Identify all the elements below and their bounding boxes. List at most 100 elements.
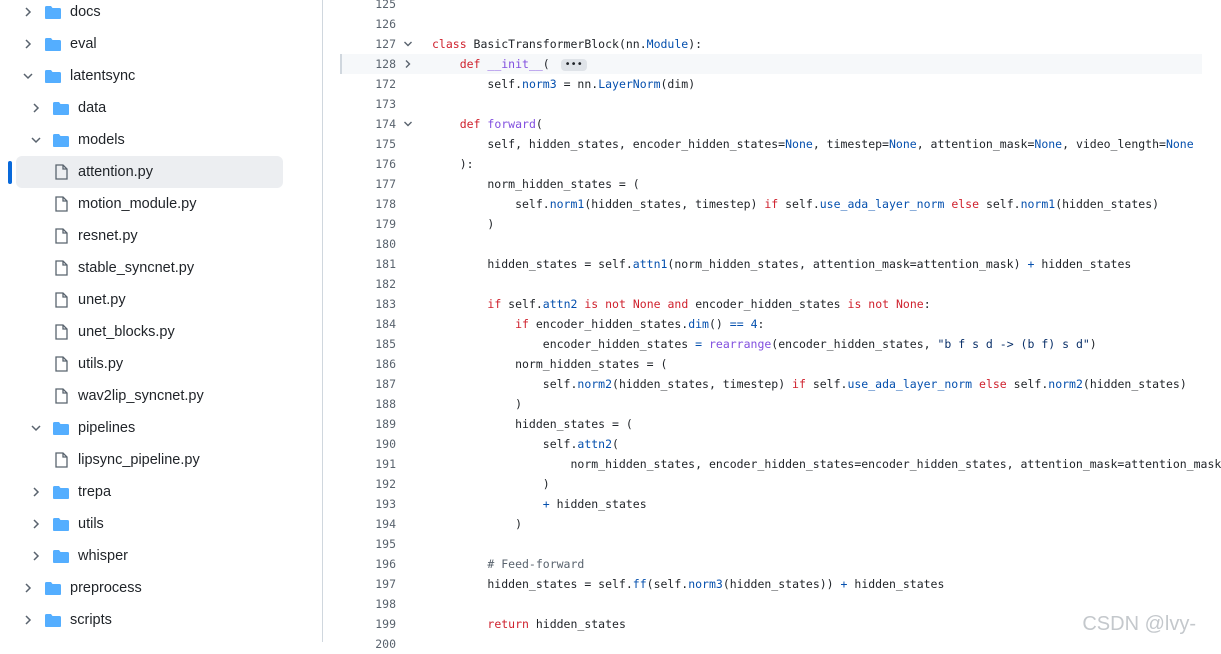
code-token: None	[888, 137, 917, 151]
folder-latentsync[interactable]: latentsync	[0, 60, 322, 92]
code-token: BasicTransformerBlock(nn.	[473, 37, 647, 51]
folder-scripts[interactable]: scripts	[0, 604, 322, 636]
code-token	[432, 617, 487, 631]
folder-icon	[52, 100, 70, 116]
file-attention-py[interactable]: attention.py	[0, 156, 322, 188]
code-text: )	[420, 397, 522, 411]
chevron-right-icon[interactable]	[28, 548, 44, 564]
file-stable-syncnet-py[interactable]: stable_syncnet.py	[0, 252, 322, 284]
code-line: 125	[340, 0, 1202, 14]
chevron-right-icon[interactable]	[20, 36, 36, 52]
chevron-right-icon[interactable]	[20, 612, 36, 628]
tree-item-label: pipelines	[78, 420, 136, 436]
tree-item-label: stable_syncnet.py	[78, 260, 195, 276]
code-token: norm1	[549, 197, 585, 211]
code-text: if self.attn2 is not None and encoder_hi…	[420, 297, 931, 311]
code-token: ==	[729, 317, 744, 331]
code-token: (hidden_states, timestep)	[584, 197, 765, 211]
file-motion-module-py[interactable]: motion_module.py	[0, 188, 322, 220]
code-line: 199 return hidden_states	[340, 614, 1202, 634]
chevron-right-icon[interactable]	[28, 484, 44, 500]
chevron-down-icon[interactable]	[28, 132, 44, 148]
tree-item-label: docs	[70, 4, 101, 20]
code-token	[432, 117, 460, 131]
code-token: rearrange	[708, 337, 772, 351]
line-number: 187	[375, 377, 396, 391]
code-text: self.attn2(	[420, 437, 619, 451]
file-utils-py[interactable]: utils.py	[0, 348, 322, 380]
folder-docs[interactable]: docs	[0, 0, 322, 28]
file-icon	[52, 388, 70, 404]
folder-icon	[52, 484, 70, 500]
line-number: 189	[375, 417, 396, 431]
folder-utils[interactable]: utils	[0, 508, 322, 540]
code-line: 189 hidden_states = (	[340, 414, 1202, 434]
chevron-right-icon[interactable]	[20, 580, 36, 596]
line-number: 127	[375, 37, 396, 51]
chevron-right-icon[interactable]	[20, 4, 36, 20]
line-number: 199	[375, 617, 396, 631]
folder-pipelines[interactable]: pipelines	[0, 412, 322, 444]
code-token: (norm_hidden_states, attention_mask=atte…	[667, 257, 1028, 271]
tree-item-label: wav2lip_syncnet.py	[78, 388, 204, 404]
file-resnet-py[interactable]: resnet.py	[0, 220, 322, 252]
code-token: forward	[487, 117, 536, 131]
tree-item-label: preprocess	[70, 580, 142, 596]
code-line: 191 norm_hidden_states, encoder_hidden_s…	[340, 454, 1221, 474]
code-token: :	[923, 297, 931, 311]
fold-expand-icon[interactable]	[396, 59, 420, 69]
code-token: )	[432, 217, 495, 231]
code-token: (dim)	[660, 77, 696, 91]
folder-trepa[interactable]: trepa	[0, 476, 322, 508]
code-token: norm3	[688, 577, 723, 591]
folder-whisper[interactable]: whisper	[0, 540, 322, 572]
code-token: hidden_states = self.	[432, 257, 633, 271]
code-token: hidden_states = self.	[432, 577, 633, 591]
code-token: (	[612, 437, 619, 451]
code-line: 179 )	[340, 214, 1202, 234]
folder-icon	[44, 612, 62, 628]
code-line: 128 def __init__( •••	[340, 54, 1202, 74]
folded-code-button[interactable]: •••	[560, 58, 587, 71]
file-lipsync-pipeline-py[interactable]: lipsync_pipeline.py	[0, 444, 322, 476]
code-token: (hidden_states)	[1055, 197, 1160, 211]
code-line: 194 )	[340, 514, 1202, 534]
code-token: ):	[432, 157, 474, 171]
folder-data[interactable]: data	[0, 92, 322, 124]
tree-item-label: latentsync	[70, 68, 136, 84]
code-token: # Feed-forward	[432, 557, 585, 571]
chevron-right-icon[interactable]	[28, 516, 44, 532]
code-token	[626, 297, 633, 311]
code-text: class BasicTransformerBlock(nn.Module):	[420, 37, 702, 51]
line-number: 182	[375, 277, 396, 291]
line-number: 184	[375, 317, 396, 331]
file-icon	[52, 164, 70, 180]
file-unet-py[interactable]: unet.py	[0, 284, 322, 316]
fold-collapse-icon[interactable]	[396, 119, 420, 129]
folder-eval[interactable]: eval	[0, 28, 322, 60]
file-wav2lip-syncnet-py[interactable]: wav2lip_syncnet.py	[0, 380, 322, 412]
fold-collapse-icon[interactable]	[396, 39, 420, 49]
folder-icon	[52, 420, 70, 436]
line-number: 190	[375, 437, 396, 451]
tree-item-label: trepa	[78, 484, 112, 500]
chevron-right-icon[interactable]	[28, 100, 44, 116]
code-token: encoder_hidden_states	[688, 297, 848, 311]
code-token: hidden_states = (	[432, 417, 633, 431]
file-icon	[52, 260, 70, 276]
tree-item-label: motion_module.py	[78, 196, 197, 212]
tree-item-label: resnet.py	[78, 228, 138, 244]
code-text: def forward(	[420, 117, 543, 131]
tree-item-label: lipsync_pipeline.py	[78, 452, 200, 468]
chevron-down-icon[interactable]	[28, 420, 44, 436]
code-text: )	[420, 217, 494, 231]
file-unet-blocks-py[interactable]: unet_blocks.py	[0, 316, 322, 348]
code-token: attn1	[632, 257, 668, 271]
folder-icon	[44, 36, 62, 52]
chevron-down-icon[interactable]	[20, 68, 36, 84]
code-token: is not	[584, 297, 626, 311]
folder-models[interactable]: models	[0, 124, 322, 156]
folder-preprocess[interactable]: preprocess	[0, 572, 322, 604]
file-icon	[52, 292, 70, 308]
code-line: 180	[340, 234, 1202, 254]
